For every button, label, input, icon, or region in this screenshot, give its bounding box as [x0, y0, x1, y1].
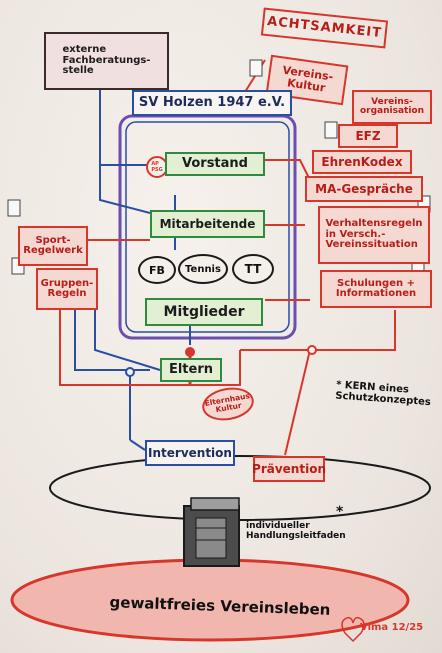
verhaltensregeln-box: Verhaltensregeln in Versch.- Vereinssitu…: [318, 206, 430, 264]
ma-gespraeche-box: MA-Gespräche: [305, 176, 423, 202]
kern-note: * KERN eines Schutzkonzeptes: [335, 369, 437, 409]
schulungen-box: Schulungen + Informationen: [320, 270, 432, 308]
tennis-label: Tennis: [185, 263, 221, 275]
tt-oval: TT: [232, 254, 274, 284]
achtsamkeit-label: ACHTSAMKEIT: [266, 14, 383, 42]
signature-heart: [341, 616, 365, 643]
sport-regelwerk-box: Sport- Regelwerk: [18, 226, 88, 266]
vorstand-label: Vorstand: [182, 156, 248, 172]
signature: Vima 12/25: [360, 622, 423, 633]
praevention-label: Prävention: [252, 461, 326, 476]
intervention-label: Intervention: [148, 445, 232, 460]
fb-label: FB: [149, 263, 165, 277]
club-outline-inner: [125, 121, 290, 333]
mitglieder-label: Mitglieder: [163, 303, 245, 320]
leitfaden-book-icon: [183, 497, 240, 567]
ehrenkodex-label: EhrenKodex: [321, 154, 403, 169]
vorstand-box: Vorstand: [165, 152, 265, 176]
efz-box: EFZ: [338, 124, 398, 148]
club-outline: [118, 114, 297, 340]
asterisk-mark: *: [336, 504, 344, 520]
club-title: SV Holzen 1947 e.V.: [138, 95, 286, 111]
intervention-box: Intervention: [145, 440, 235, 466]
leitfaden-note: individueller Handlungsleitfaden: [246, 512, 356, 542]
eltern-box: Eltern: [160, 358, 222, 382]
line-eltern-gruppen: [74, 300, 150, 371]
line-praevention-loop: [240, 310, 396, 351]
schulungen-label: Schulungen + Informationen: [335, 277, 417, 299]
vereinsorganisation-box: Vereins- organisation: [352, 90, 432, 124]
gruppen-regeln-box: Gruppen- Regeln: [36, 268, 98, 310]
externe-label: externe Fachberatungs- stelle: [62, 44, 151, 77]
mitglieder-box: Mitglieder: [145, 298, 263, 326]
sport-label: Sport- Regelwerk: [23, 234, 83, 256]
leitfaden-label: individueller Handlungsleitfaden: [246, 520, 346, 541]
mitarbeitende-label: Mitarbeitende: [159, 216, 256, 231]
gruppen-label: Gruppen- Regeln: [40, 277, 94, 299]
club-title-box: SV Holzen 1947 e.V.: [132, 90, 292, 116]
externe-fachberatung-box: externe Fachberatungs- stelle: [44, 32, 169, 90]
tt-label: TT: [244, 262, 262, 276]
mitarbeitende-box: Mitarbeitende: [150, 210, 265, 238]
verhalten-label: Verhaltensregeln in Versch.- Vereinssitu…: [325, 218, 423, 251]
vereinsorg-label: Vereins- organisation: [359, 96, 425, 116]
ap-label: AP PSG: [151, 161, 163, 173]
fb-oval: FB: [138, 256, 176, 284]
eltern-label: Eltern: [168, 362, 214, 378]
signature-label: Vima 12/25: [360, 622, 424, 633]
line-praevention: [284, 349, 311, 456]
elternhaus-label: Elternhaus Kultur: [203, 391, 251, 415]
tennis-oval: Tennis: [178, 254, 228, 284]
efz-label: EFZ: [355, 128, 381, 143]
ehrenkodex-box: EhrenKodex: [312, 150, 412, 174]
ma-label: MA-Gespräche: [315, 181, 413, 196]
praevention-box: Prävention: [252, 456, 326, 482]
